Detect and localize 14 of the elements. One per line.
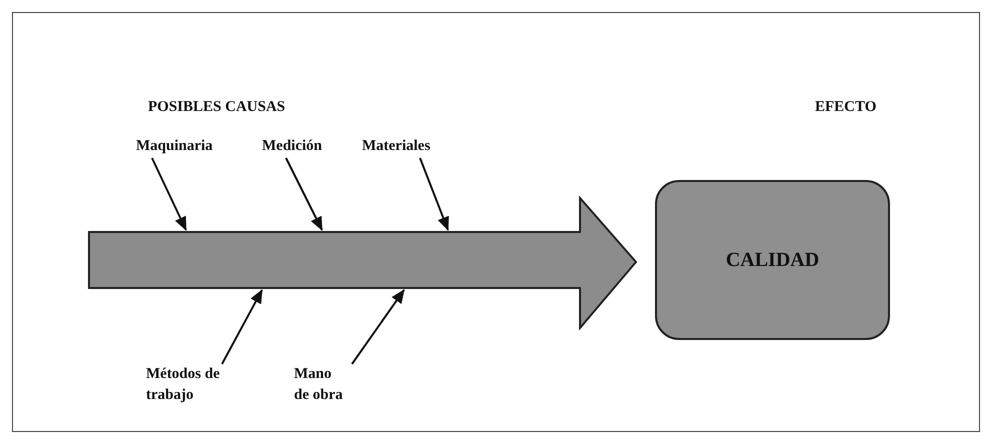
cause-label: Medición: [262, 136, 328, 158]
arrow: [419, 158, 449, 231]
heading-text: EFECTO: [815, 98, 876, 117]
arrow: [285, 158, 323, 231]
effect-box: CALIDAD: [655, 180, 890, 340]
arrow: [151, 158, 187, 231]
cause-label: Métodos de trabajo: [146, 364, 220, 406]
block-arrow: [88, 196, 638, 330]
cause-label: Materiales: [362, 136, 442, 158]
heading-text: POSIBLES CAUSAS: [148, 98, 286, 117]
arrow: [221, 289, 263, 364]
cause-label: Maquinaria: [136, 136, 216, 158]
arrow: [351, 289, 405, 365]
cause-label: Mano de obra: [294, 364, 347, 406]
